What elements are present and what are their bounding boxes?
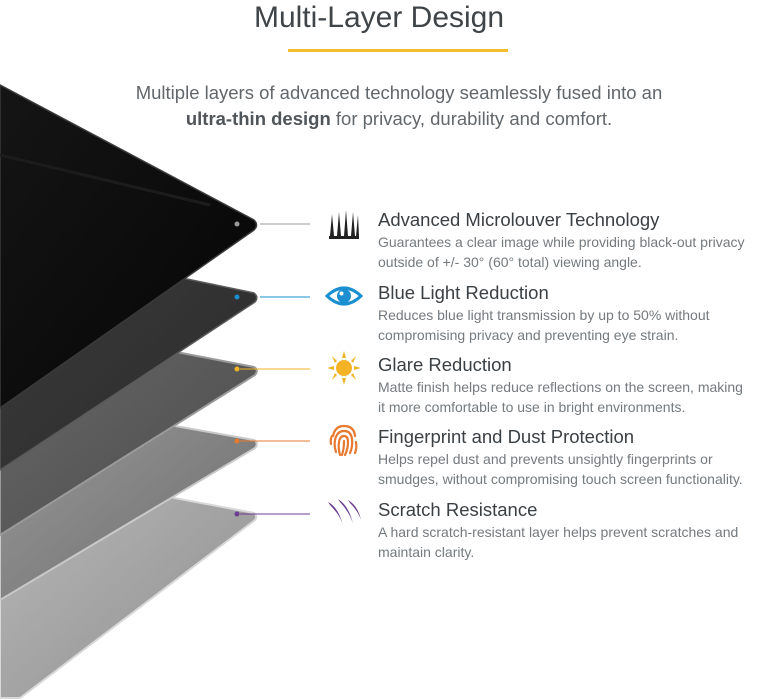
- feature-title: Glare Reduction: [378, 354, 512, 375]
- feature-scratch: Scratch Resistance A hard scratch-resist…: [378, 499, 753, 562]
- page-title: Multi-Layer Design: [253, 1, 505, 34]
- feature-title: Blue Light Reduction: [378, 282, 549, 303]
- title-underline: [288, 49, 508, 52]
- feature-title: Scratch Resistance: [378, 499, 538, 520]
- feature-description: Matte finish helps reduce reflections on…: [378, 379, 743, 415]
- feature-description: Guarantees a clear image while providing…: [378, 234, 745, 270]
- intro-bold: ultra-thin design: [185, 108, 331, 129]
- intro-line-2: for privacy, durability and comfort.: [330, 108, 613, 129]
- fingerprint-icon: [329, 424, 358, 457]
- callout-dot-glare: [234, 366, 240, 372]
- feature-title: Fingerprint and Dust Protection: [378, 426, 635, 447]
- layer-microlouver: [0, 84, 258, 409]
- microlouver-icon: [329, 210, 359, 239]
- feature-fingerprint: Fingerprint and Dust Protection Helps re…: [378, 426, 753, 489]
- feature-microlouver: Advanced Microlouver Technology Guarante…: [378, 209, 753, 272]
- feature-glare: Glare Reduction Matte finish helps reduc…: [378, 354, 753, 417]
- feature-description: A hard scratch-resistant layer helps pre…: [378, 524, 739, 560]
- feature-title: Advanced Microlouver Technology: [378, 209, 660, 230]
- sun-icon: [327, 351, 361, 385]
- scratch-icon: [328, 499, 361, 526]
- feature-blue-light: Blue Light Reduction Reduces blue light …: [378, 282, 753, 345]
- callout-dot-blue-light: [234, 294, 240, 300]
- eye-icon: [325, 286, 363, 306]
- feature-description: Helps repel dust and prevents unsightly …: [378, 451, 743, 487]
- intro-line-1: Multiple layers of advanced technology s…: [135, 82, 663, 103]
- intro-text: Multiple layers of advanced technology s…: [60, 80, 738, 132]
- callout-dot-fingerprint: [234, 438, 240, 444]
- callout-dot-microlouver: [234, 221, 240, 227]
- feature-description: Reduces blue light transmission by up to…: [378, 307, 710, 343]
- callout-dot-scratch: [234, 511, 240, 517]
